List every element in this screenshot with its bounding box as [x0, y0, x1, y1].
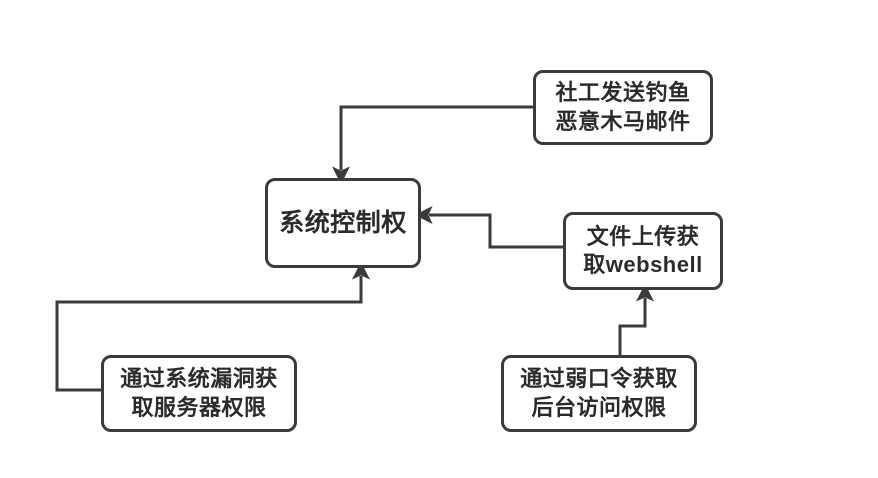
node-weak-password-label: 通过弱口令获取 后台访问权限 — [520, 366, 678, 420]
node-system-vulnerability[interactable]: 通过系统漏洞获 取服务器权限 — [101, 355, 297, 432]
node-system-vulnerability-label: 通过系统漏洞获 取服务器权限 — [120, 366, 278, 420]
node-phishing-email-label: 社工发送钓鱼 恶意木马邮件 — [555, 80, 691, 134]
node-file-upload-webshell[interactable]: 文件上传获 取webshell — [563, 212, 723, 290]
node-system-control-label: 系统控制权 — [279, 209, 407, 237]
node-file-upload-webshell-label: 文件上传获 取webshell — [583, 223, 703, 277]
node-phishing-email[interactable]: 社工发送钓鱼 恶意木马邮件 — [533, 70, 713, 145]
node-weak-password[interactable]: 通过弱口令获取 后台访问权限 — [501, 355, 697, 432]
edge-vulnerability-to-control — [55, 261, 370, 392]
edge-phishing-to-control — [332, 105, 533, 185]
node-system-control[interactable]: 系统控制权 — [265, 178, 421, 268]
edge-weakpwd-to-webshell — [618, 283, 654, 355]
edge-webshell-to-control — [414, 206, 563, 249]
